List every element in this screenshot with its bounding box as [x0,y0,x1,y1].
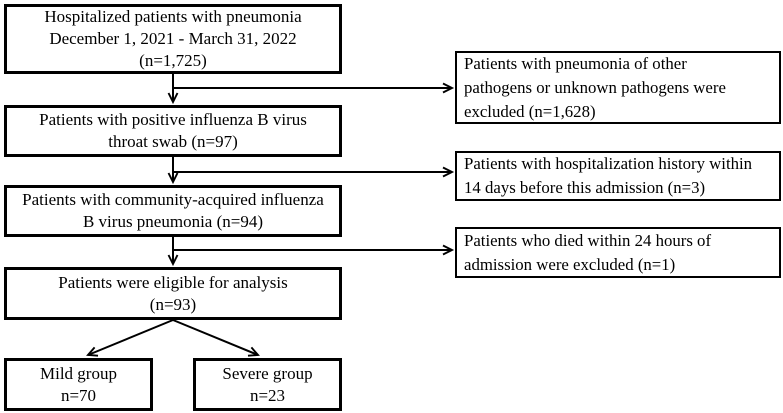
box-text-line: Patients with pneumonia of other [464,53,687,73]
box-text-line: Patients were eligible for analysis [58,272,288,292]
box-text-line: Hospitalized patients with pneumonia [44,7,302,26]
flow-box-excluded-other-pathogens: Patients with pneumonia of other pathoge… [455,51,781,124]
box-count-line: n=23 [249,385,286,405]
box-text-line: pathogens or unknown pathogens were [464,77,726,97]
box-count-line: admission were excluded (n=1) [464,254,676,274]
box-count-line: n=70 [60,385,97,405]
arrow-eligible-to-severe [172,319,260,357]
box-text-line: Mild group [40,363,117,383]
flow-box-eligible: Patients were eligible for analysis (n=9… [4,267,342,320]
flow-box-excluded-recent-hospitalization: Patients with hospitalization history wi… [455,151,781,201]
box-count-line: 14 days before this admission (n=3) [464,178,706,197]
box-text-line: Patients with community-acquired influen… [22,190,324,209]
box-count-line: throat swab (n=97) [108,132,238,151]
flow-box-hospitalized-patients: Hospitalized patients with pneumonia Dec… [4,4,342,74]
box-text-line: December 1, 2021 - March 31, 2022 [49,29,297,48]
box-count-line: (n=1,725) [139,51,207,70]
box-count-line: excluded (n=1,628) [464,101,596,121]
flow-box-flu-positive: Patients with positive influenza B virus… [4,105,342,157]
box-text-line: Patients with hospitalization history wi… [464,154,753,173]
flow-box-severe-group: Severe group n=23 [193,358,342,411]
box-text-line: Patients who died within 24 hours of [464,230,712,250]
box-text-line: Severe group [222,363,313,383]
arrow-eligible-to-mild [86,319,174,357]
flow-box-community-acquired: Patients with community-acquired influen… [4,185,342,237]
box-count-line: B virus pneumonia (n=94) [82,212,264,231]
flow-box-excluded-early-death: Patients who died within 24 hours of adm… [455,227,781,278]
flow-box-mild-group: Mild group n=70 [4,358,153,411]
box-text-line: Patients with positive influenza B virus [39,110,307,129]
box-count-line: (n=93) [149,294,197,314]
